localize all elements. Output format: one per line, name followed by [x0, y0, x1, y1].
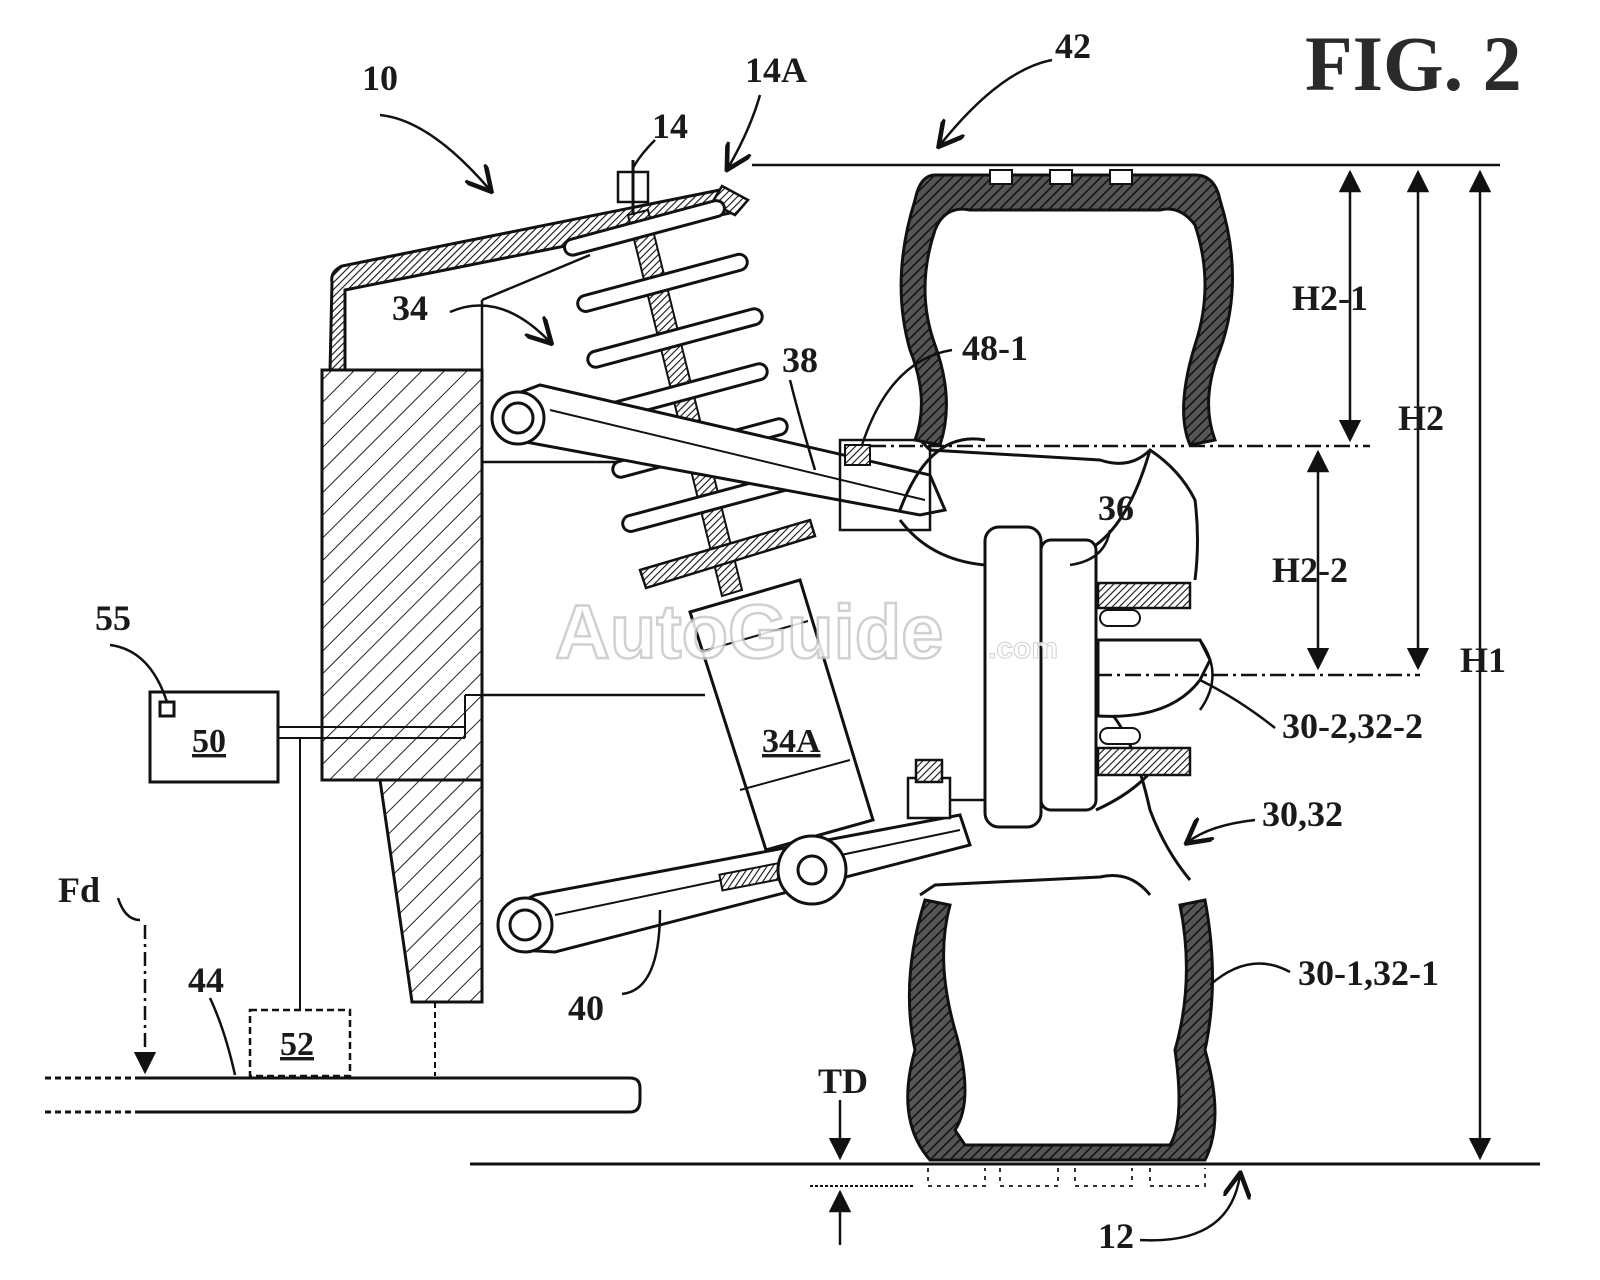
ground-road-line [470, 1162, 1540, 1187]
dimension-lines [752, 163, 1500, 1245]
label-h2: H2 [1398, 398, 1444, 438]
label-48-1: 48-1 [962, 328, 1028, 368]
label-td: TD [818, 1061, 868, 1101]
label-30-1-32-1: 30-1,32-1 [1298, 953, 1439, 993]
label-38: 38 [782, 340, 818, 380]
label-fd: Fd [58, 870, 100, 910]
contact-patch-marks [927, 1168, 1206, 1187]
watermark-text: AutoGuide [555, 590, 943, 675]
leader-lines [109, 58, 1291, 1242]
label-42: 42 [1055, 26, 1091, 66]
controller-box-50 [148, 690, 705, 1010]
label-10: 10 [362, 58, 398, 98]
label-h1: H1 [1460, 640, 1506, 680]
knuckle-bracket [906, 758, 985, 820]
label-55: 55 [95, 598, 131, 638]
lower-tire [906, 898, 1217, 1162]
rim-flanges [1096, 581, 1214, 777]
label-44: 44 [188, 960, 224, 1000]
carrier-block [320, 368, 484, 1076]
label-40: 40 [568, 988, 604, 1028]
force-arrow-fd [116, 897, 157, 1075]
wheel-rim-30-32 [918, 438, 1199, 897]
label-h2-2: H2-2 [1272, 550, 1348, 590]
label-14: 14 [652, 106, 688, 146]
label-30-32: 30,32 [1262, 794, 1343, 834]
label-34: 34 [392, 288, 428, 328]
lower-control-arm-40 [496, 813, 972, 954]
label-30-2-32-2: 30-2,32-2 [1282, 706, 1423, 746]
wheel-hub-36 [898, 437, 1098, 829]
reference-labels: FIG. 2 10 14 14A 42 34 38 48-1 36 55 50 … [58, 20, 1522, 1256]
label-14a: 14A [745, 50, 807, 90]
coil-spring [563, 199, 794, 533]
upper-control-arm-38 [490, 383, 948, 532]
label-34a: 34A [762, 723, 821, 760]
label-50: 50 [192, 723, 226, 760]
vehicle-floor-44 [45, 1076, 642, 1114]
upper-tire [899, 169, 1234, 447]
watermark-suffix: .com [988, 632, 1058, 665]
figure-title: FIG. 2 [1305, 20, 1522, 107]
actuator-box-52 [248, 1008, 352, 1078]
autoguide-watermark: AutoGuide .com [554, 589, 1059, 677]
label-12: 12 [1098, 1216, 1134, 1256]
label-h2-1: H2-1 [1292, 278, 1368, 318]
label-36: 36 [1098, 488, 1134, 528]
label-52: 52 [280, 1026, 314, 1063]
